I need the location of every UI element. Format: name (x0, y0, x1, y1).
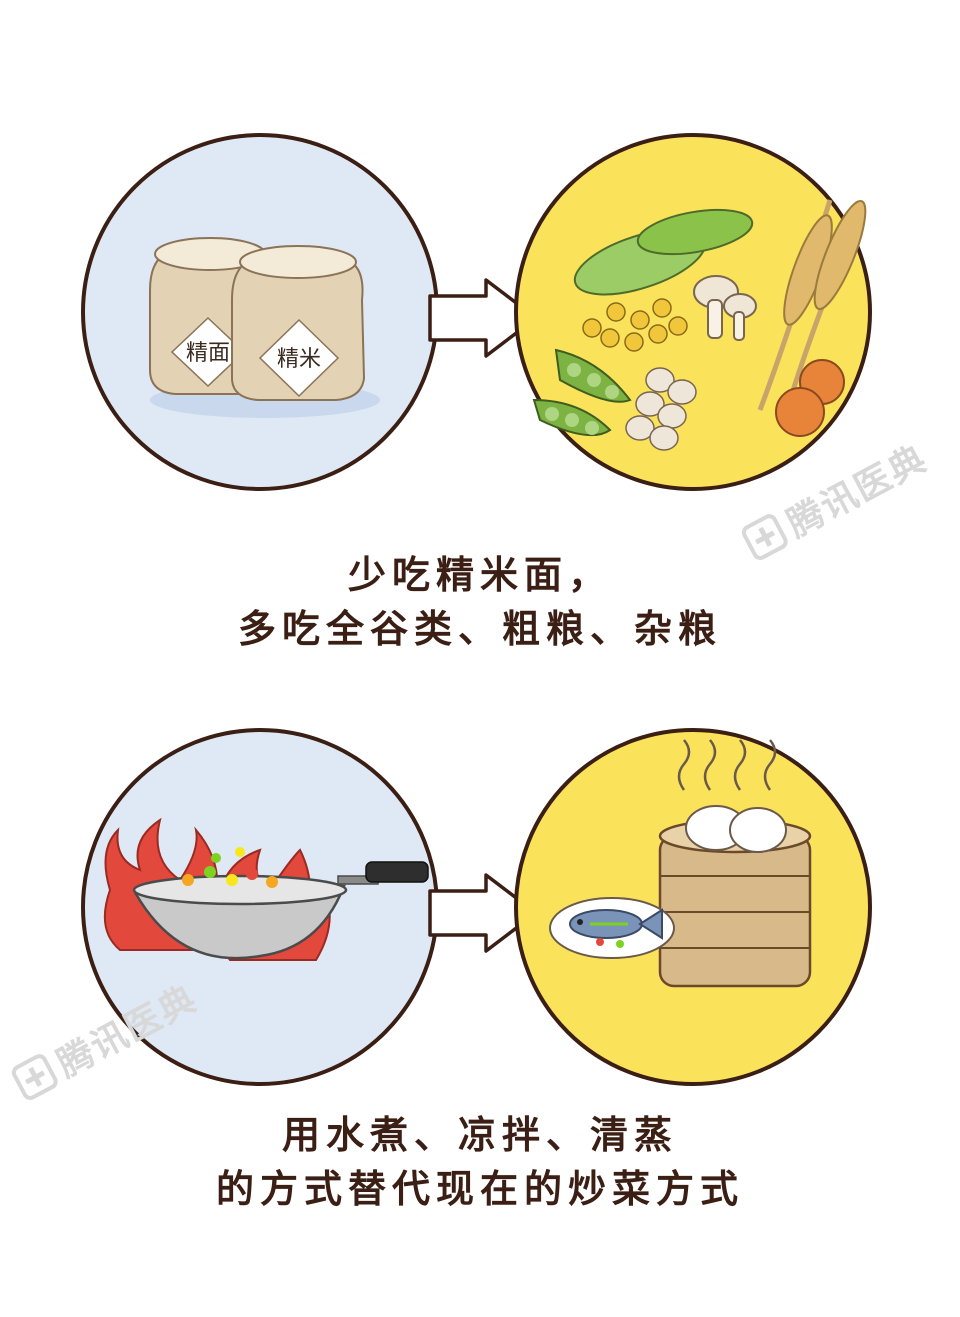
caption-line-1: 少吃精米面， (347, 553, 612, 597)
caption-line-1: 用水煮、凉拌、清蒸 (281, 1113, 678, 1157)
caption-line-2: 多吃全谷类、粗粮、杂粮 (237, 607, 722, 651)
pea-pod-icon (532, 348, 632, 437)
caption-line-2: 的方式替代现在的炒菜方式 (215, 1167, 744, 1211)
potato-icon (775, 359, 845, 437)
corn-icon (573, 208, 754, 296)
cooking-illustration (81, 728, 872, 1086)
panel-grains: 精面 精米 (0, 0, 960, 680)
arrow-right-icon (428, 278, 538, 358)
flour-bag-label: 精面 (186, 341, 230, 366)
rice-bag-label: 精米 (277, 347, 321, 372)
wheat-icon (757, 199, 867, 411)
wok-icon (132, 847, 429, 960)
soybean-icon (582, 298, 688, 352)
panel-cooking: 腾讯医典 用水煮、凉拌、清蒸 的方式替代现在的炒菜方式 (0, 680, 960, 1317)
steamed-fish-icon (549, 897, 675, 959)
steaming-circle (514, 728, 872, 1086)
steam-icon (677, 739, 777, 791)
garlic-icon (625, 367, 697, 451)
rice-bag-icon: 精米 (231, 245, 366, 401)
grains-illustration: 精面 精米 (81, 133, 872, 491)
stir-fry-circle (81, 728, 439, 1086)
mushroom-icon (693, 275, 757, 341)
whole-grains-circle (514, 133, 872, 491)
arrow-right-icon (428, 873, 538, 953)
refined-grains-circle: 精面 精米 (81, 133, 439, 491)
grains-caption: 少吃精米面， 多吃全谷类、粗粮、杂粮 (0, 548, 960, 656)
bun-icon (685, 805, 787, 853)
cooking-caption: 用水煮、凉拌、清蒸 的方式替代现在的炒菜方式 (0, 1108, 960, 1216)
